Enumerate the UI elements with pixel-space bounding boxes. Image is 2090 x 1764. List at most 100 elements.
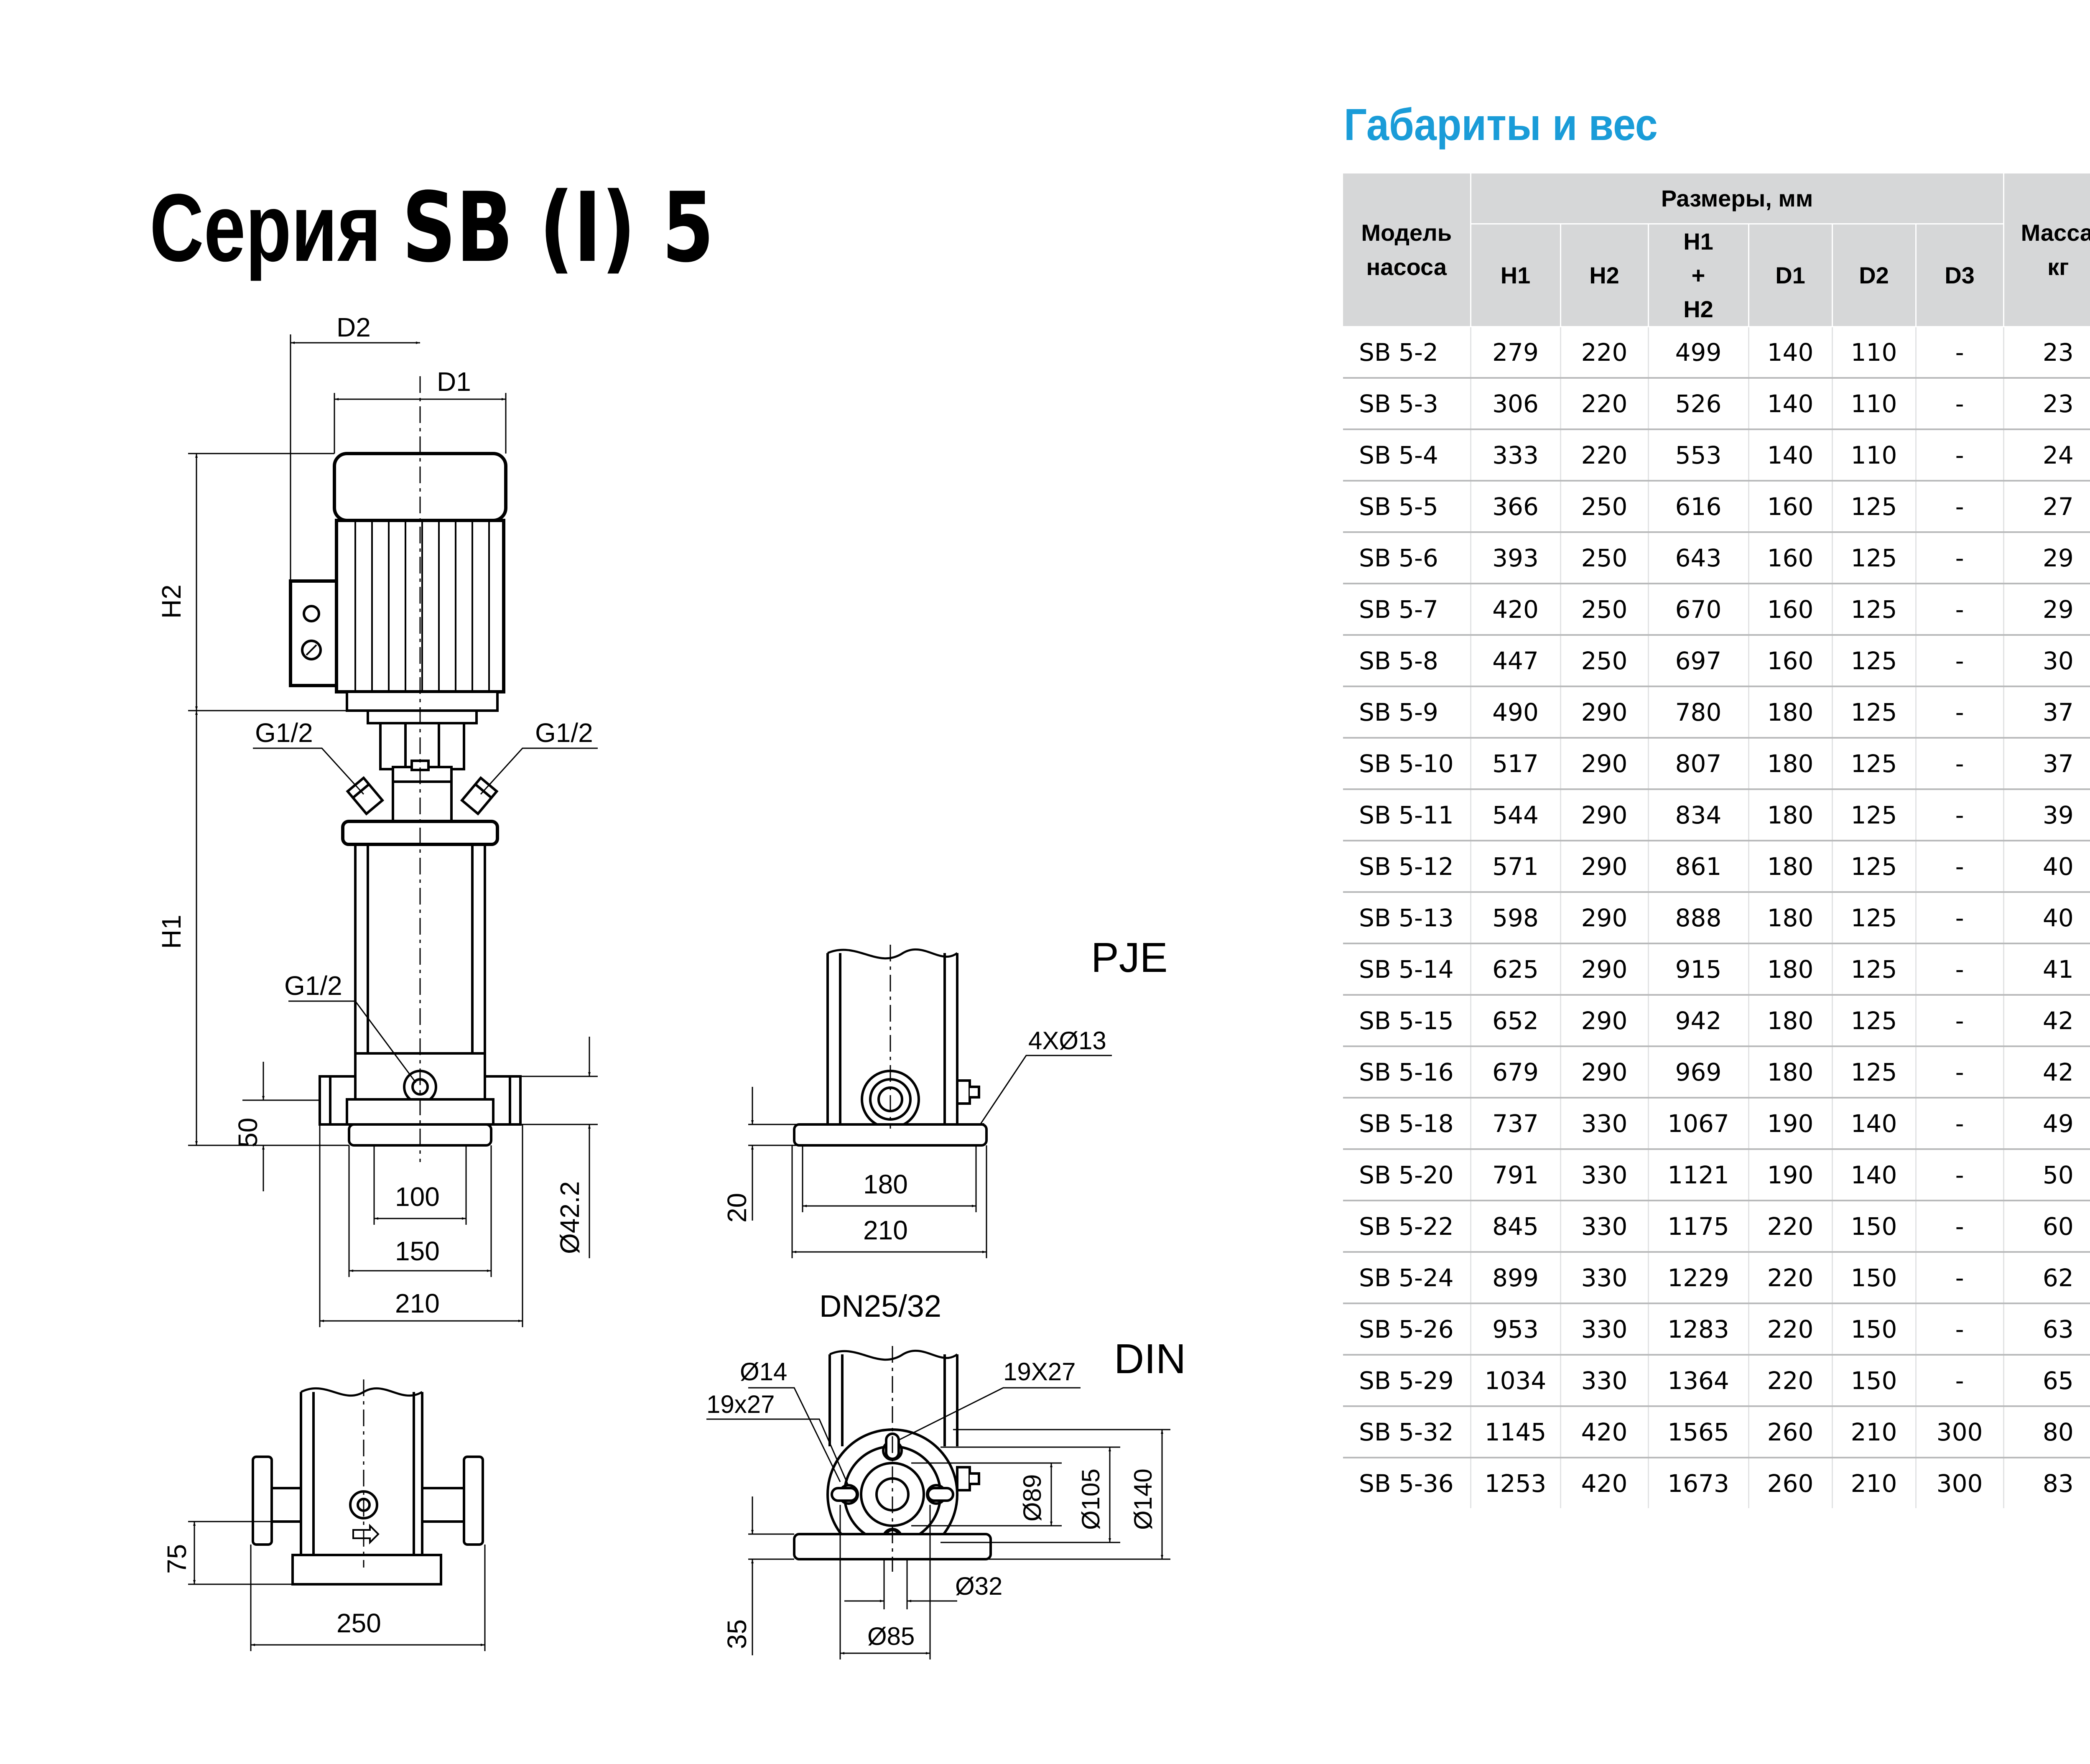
cell-d2: 125 — [1832, 995, 1917, 1048]
label-din-35: 35 — [722, 1619, 752, 1649]
cell-h1: 679 — [1471, 1046, 1561, 1099]
cell-h2: 290 — [1560, 1046, 1649, 1099]
cell-d1: 220 — [1748, 1201, 1833, 1253]
cell-d1: 140 — [1748, 429, 1833, 482]
cell-h1-h2: 670 — [1648, 584, 1749, 636]
cell-d1: 180 — [1748, 1046, 1833, 1099]
label-pje: PJE — [1091, 934, 1167, 981]
cell-d1: 180 — [1748, 738, 1833, 790]
cell-d3: - — [1916, 686, 2004, 739]
cell-mass: 60 — [2003, 1201, 2090, 1253]
cell-h2: 250 — [1560, 481, 1649, 533]
cell-model: SB 5-26 — [1343, 1303, 1471, 1356]
label-din-d14: Ø14 — [740, 1358, 787, 1386]
label-din-d32: Ø32 — [955, 1572, 1002, 1600]
cell-d2: 110 — [1832, 429, 1917, 482]
cell-model: SB 5-7 — [1343, 584, 1471, 636]
cell-h2: 220 — [1560, 326, 1649, 379]
cell-h2: 290 — [1560, 686, 1649, 739]
pump-front-view — [289, 376, 522, 1162]
cell-d2: 150 — [1832, 1252, 1917, 1305]
cell-d3: 300 — [1916, 1406, 2004, 1459]
header-dimensions: Размеры, мм — [1471, 173, 2004, 224]
header-mass: Масса, кг — [2003, 173, 2090, 328]
flange-labels: 75 250 — [162, 1544, 381, 1638]
cell-d2: 125 — [1832, 738, 1917, 790]
label-din-dn: DN25/32 — [819, 1289, 941, 1323]
cell-mass: 80 — [2003, 1406, 2090, 1459]
cell-d2: 150 — [1832, 1303, 1917, 1356]
cell-d3: - — [1916, 892, 2004, 945]
cell-h1-h2: 969 — [1648, 1046, 1749, 1099]
cell-model: SB 5-29 — [1343, 1355, 1471, 1407]
main-dimension-labels: D2 D1 H2 H1 G1/2 G1/2 G1/2 50 100 150 21… — [156, 312, 593, 1318]
flange-dimensions — [188, 1521, 486, 1651]
label-din-19x27-b: 19x27 — [706, 1390, 775, 1418]
cell-model: SB 5-36 — [1343, 1458, 1471, 1509]
cell-d3: - — [1916, 584, 2004, 636]
cell-d3: - — [1916, 429, 2004, 482]
cell-h1-h2: 834 — [1648, 789, 1749, 842]
cell-d2: 150 — [1832, 1201, 1917, 1253]
cell-d3: - — [1916, 1098, 2004, 1150]
main-dimensions — [188, 334, 598, 1327]
cell-h2: 250 — [1560, 584, 1649, 636]
label-g-right: G1/2 — [535, 718, 593, 748]
label-pje-180: 180 — [863, 1169, 908, 1199]
cell-model: SB 5-3 — [1343, 378, 1471, 431]
cell-h1: 544 — [1471, 789, 1561, 842]
din-dimensions — [706, 1387, 1170, 1659]
label-dim-150: 150 — [395, 1236, 440, 1266]
cell-mass: 62 — [2003, 1252, 2090, 1305]
cell-h1-h2: 1229 — [1648, 1252, 1749, 1305]
cell-h1: 737 — [1471, 1098, 1561, 1150]
cell-mass: 23 — [2003, 326, 2090, 379]
cell-d3: - — [1916, 532, 2004, 585]
cell-d2: 210 — [1832, 1458, 1917, 1509]
cell-h1: 625 — [1471, 943, 1561, 996]
cell-d1: 190 — [1748, 1149, 1833, 1202]
cell-mass: 40 — [2003, 841, 2090, 893]
cell-h1: 306 — [1471, 378, 1561, 431]
cell-model: SB 5-12 — [1343, 841, 1471, 893]
cell-model: SB 5-20 — [1343, 1149, 1471, 1202]
cell-model: SB 5-9 — [1343, 686, 1471, 739]
cell-model: SB 5-11 — [1343, 789, 1471, 842]
din-view — [793, 1346, 992, 1572]
cell-h1-h2: 915 — [1648, 943, 1749, 996]
cell-h1: 517 — [1471, 738, 1561, 790]
cell-h1: 845 — [1471, 1201, 1561, 1253]
cell-d3: - — [1916, 943, 2004, 996]
cell-h2: 290 — [1560, 892, 1649, 945]
cell-d1: 180 — [1748, 841, 1833, 893]
cell-d1: 160 — [1748, 481, 1833, 533]
cell-h1-h2: 1283 — [1648, 1303, 1749, 1356]
label-din-19x27-a: 19X27 — [1003, 1358, 1076, 1386]
label-g-lower: G1/2 — [284, 971, 342, 1001]
cell-d1: 190 — [1748, 1098, 1833, 1150]
cell-mass: 49 — [2003, 1098, 2090, 1150]
pje-labels: PJE 4XØ13 20 180 210 — [722, 934, 1167, 1245]
cell-h1: 490 — [1471, 686, 1561, 739]
cell-d2: 125 — [1832, 943, 1917, 996]
cell-h1-h2: 1364 — [1648, 1355, 1749, 1407]
cell-h1-h2: 1067 — [1648, 1098, 1749, 1150]
label-h2: H2 — [156, 584, 186, 619]
cell-mass: 24 — [2003, 429, 2090, 482]
cell-d2: 210 — [1832, 1406, 1917, 1459]
header-h2: H2 — [1560, 224, 1649, 328]
cell-d1: 180 — [1748, 995, 1833, 1048]
cell-h1: 333 — [1471, 429, 1561, 482]
label-d1: D1 — [437, 367, 471, 397]
cell-h1: 366 — [1471, 481, 1561, 533]
cell-d3: - — [1916, 1046, 2004, 1099]
